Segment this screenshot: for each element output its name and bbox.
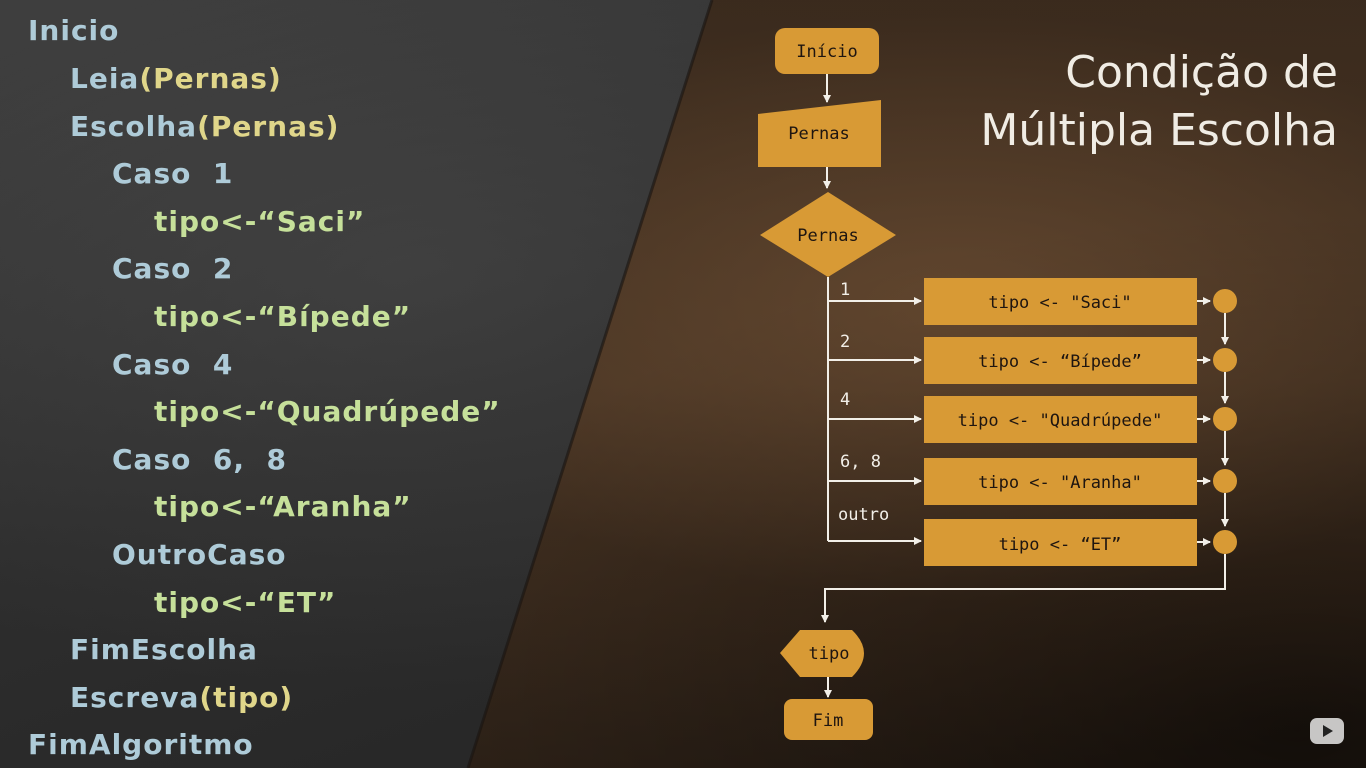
case-branch: 1 tipo <- "Saci": [828, 278, 1237, 325]
case-action-box: [924, 337, 1197, 384]
case-label: 2: [840, 332, 850, 352]
code-tipo-et: tipo<-“ET”: [154, 586, 337, 619]
merge-connector: [1213, 348, 1237, 372]
code-escolha-arg: (Pernas): [197, 110, 340, 143]
case-action-label: tipo <- “ET”: [999, 535, 1122, 555]
case-action-box: [924, 396, 1197, 443]
case-action-label: tipo <- “Bípede”: [978, 352, 1142, 372]
code-escreva: Escreva(tipo): [70, 681, 293, 714]
case-action-box: [924, 278, 1197, 325]
merge-connector: [1213, 469, 1237, 493]
case-action-label: tipo <- "Quadrúpede": [958, 411, 1163, 431]
end-node: Fim: [784, 699, 873, 740]
code-tipo-saci: tipo<-“Saci”: [154, 205, 366, 238]
code-escreva-arg: (tipo): [199, 681, 294, 714]
youtube-play-icon[interactable]: [1310, 718, 1344, 744]
code-fimalgoritmo: FimAlgoritmo: [28, 728, 254, 761]
title-line-1: Condição de: [1065, 47, 1338, 98]
edge-merge-output: [821, 554, 1226, 623]
code-fimescolha: FimEscolha: [70, 633, 258, 666]
case-action-label: tipo <- "Saci": [988, 293, 1131, 313]
case-branch: 2 tipo <- “Bípede”: [828, 332, 1237, 384]
case-action-box: [924, 519, 1197, 566]
code-leia: Leia(Pernas): [70, 62, 282, 95]
code-leia-arg: (Pernas): [139, 62, 282, 95]
code-inicio: Inicio: [28, 14, 120, 47]
start-node: Início: [775, 28, 879, 74]
code-leia-keyword: Leia: [70, 62, 140, 95]
code-tipo-aranha: tipo<-“Aranha”: [154, 490, 412, 523]
code-escolha-keyword: Escolha: [70, 110, 198, 143]
decision-node: Pernas: [760, 192, 896, 277]
code-escreva-keyword: Escreva: [70, 681, 200, 714]
end-node-label: Fim: [813, 711, 844, 731]
case-label: outro: [838, 505, 889, 525]
case-label: 4: [840, 390, 850, 410]
code-outrocaso: OutroCaso: [112, 538, 287, 571]
output-node: tipo: [780, 630, 864, 677]
code-caso-2: Caso 2: [112, 252, 234, 285]
input-node: Pernas: [758, 100, 881, 167]
case-action-label: tipo <- "Aranha": [978, 473, 1142, 493]
code-caso-6-8: Caso 6, 8: [112, 443, 287, 476]
code-caso-1: Caso 1: [112, 157, 234, 190]
input-node-label: Pernas: [788, 124, 849, 144]
code-caso-4: Caso 4: [112, 348, 234, 381]
merge-connector: [1213, 289, 1237, 313]
case-action-box: [924, 458, 1197, 505]
code-tipo-bipede: tipo<-“Bípede”: [154, 300, 412, 333]
case-label: 1: [840, 280, 850, 300]
case-branch: 6, 8 tipo <- "Aranha": [828, 452, 1237, 505]
case-branch: 4 tipo <- "Quadrúpede": [828, 390, 1237, 443]
start-node-label: Início: [796, 42, 857, 62]
output-node-label: tipo: [809, 644, 850, 664]
case-label: 6, 8: [840, 452, 881, 472]
decision-node-label: Pernas: [797, 226, 858, 246]
code-escolha: Escolha(Pernas): [70, 110, 339, 143]
slide-title: Condição de Múltipla Escolha: [980, 44, 1338, 160]
merge-connector: [1213, 407, 1237, 431]
code-tipo-quadrupede: tipo<-“Quadrúpede”: [154, 395, 501, 428]
title-line-2: Múltipla Escolha: [980, 105, 1338, 156]
case-branch: outro tipo <- “ET”: [828, 505, 1237, 566]
merge-connector: [1213, 530, 1237, 554]
